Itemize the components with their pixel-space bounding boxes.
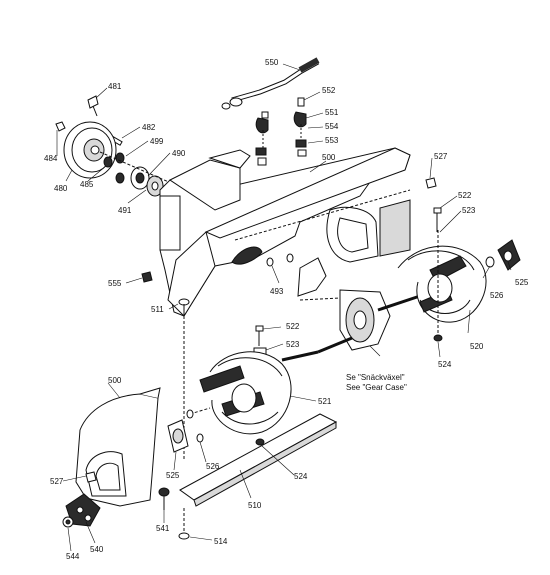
crank-handle	[221, 57, 320, 110]
part-label-520: 520	[470, 342, 484, 351]
part-label-510: 510	[248, 501, 262, 510]
part-label-485: 485	[80, 180, 94, 189]
part-label-525-right: 525	[515, 278, 529, 287]
nut-555	[141, 271, 153, 283]
part-label-526-left: 526	[206, 462, 220, 471]
part-label-526-right: 526	[490, 291, 504, 300]
bolt-527-left	[85, 471, 97, 483]
part-label-523-right: 523	[462, 206, 476, 215]
gear-case-note-en: See "Gear Case"	[346, 383, 407, 392]
side-plate-left	[75, 387, 161, 507]
part-label-521: 521	[318, 397, 332, 406]
part-label-490: 490	[172, 149, 186, 158]
part-label-522-right: 522	[458, 191, 472, 200]
part-label-480: 480	[54, 184, 68, 193]
pulley-480	[63, 121, 117, 179]
part-label-550: 550	[265, 58, 279, 67]
part-label-524-right: 524	[438, 360, 452, 369]
bolt-527-right	[425, 177, 437, 189]
washers-485	[103, 152, 125, 184]
part-label-522-left: 522	[286, 322, 300, 331]
shave-plate-510	[179, 413, 338, 507]
nut-514	[178, 508, 190, 540]
part-label-481: 481	[108, 82, 122, 91]
part-label-524-left: 524	[294, 472, 308, 481]
bolt-481	[87, 95, 99, 117]
nut-524-right	[433, 334, 443, 342]
part-label-482: 482	[142, 123, 156, 132]
part-label-511: 511	[151, 305, 164, 314]
bolt-522-right	[433, 207, 442, 232]
part-label-541: 541	[156, 524, 170, 533]
nut-524-left	[255, 438, 265, 446]
part-label-491: 491	[118, 206, 132, 215]
nut-544	[62, 516, 74, 528]
gear-case-note-sv: Se "Snäckväxel"	[346, 373, 405, 382]
bearing-525-left	[167, 409, 204, 453]
part-label-555: 555	[108, 279, 122, 288]
part-label-544: 544	[66, 552, 80, 561]
part-label-523-left: 523	[286, 340, 300, 349]
part-label-484: 484	[44, 154, 58, 163]
part-label-514: 514	[214, 537, 228, 546]
part-label-527-left: 527	[50, 477, 64, 486]
part-label-527-right: 527	[434, 152, 448, 161]
part-label-540: 540	[90, 545, 104, 554]
part-label-500-left: 500	[108, 376, 122, 385]
part-label-525-left: 525	[166, 471, 180, 480]
part-label-554: 554	[325, 122, 339, 131]
auger-housing	[159, 147, 411, 317]
auger-spiral-right	[397, 230, 487, 340]
leader-lines	[56, 63, 512, 552]
part-label-553: 553	[325, 136, 339, 145]
bolt-541	[158, 487, 170, 510]
part-label-499: 499	[150, 137, 164, 146]
bearing-525-right	[485, 239, 521, 271]
bearing-490-491	[130, 166, 164, 197]
part-label-493: 493	[270, 287, 284, 296]
part-label-552: 552	[322, 86, 336, 95]
skid-shoe-540	[65, 493, 101, 527]
handle-clamp-parts	[255, 97, 307, 166]
auger-spiral-left	[189, 350, 319, 435]
part-label-500-top: 500	[322, 153, 336, 162]
nut-484	[55, 121, 66, 132]
bushing-493	[266, 253, 294, 267]
part-label-551: 551	[325, 108, 339, 117]
